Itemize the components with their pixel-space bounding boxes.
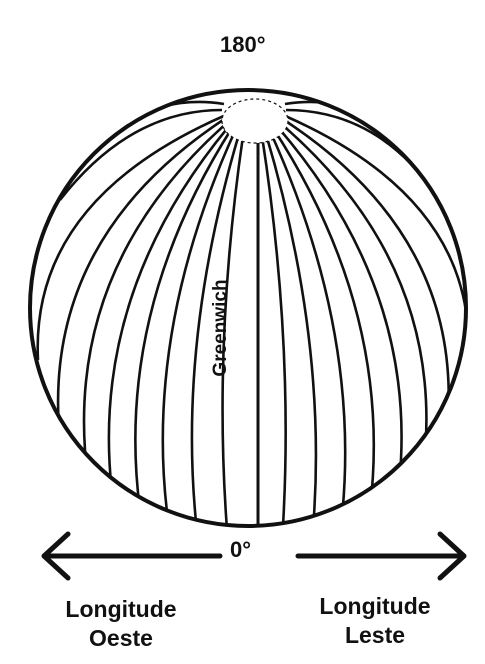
north-pole-cap: [222, 99, 288, 143]
bottom-axis: [44, 534, 464, 578]
west-label-line1: Longitude: [36, 595, 206, 624]
meridian-line: [281, 118, 449, 440]
east-label-line1: Longitude: [290, 592, 460, 621]
meridian-line: [84, 122, 228, 480]
meridian-lines: [38, 102, 469, 542]
east-label-line2: Leste: [290, 621, 460, 650]
west-label-line2: Oeste: [36, 624, 206, 653]
label-west-longitude: Longitude Oeste: [36, 595, 206, 653]
label-east-longitude: Longitude Leste: [290, 592, 460, 650]
label-180-degrees: 180°: [220, 32, 266, 58]
label-0-degrees: 0°: [230, 537, 251, 563]
label-greenwich: Greenwich: [209, 268, 233, 388]
meridian-line: [266, 134, 316, 540]
